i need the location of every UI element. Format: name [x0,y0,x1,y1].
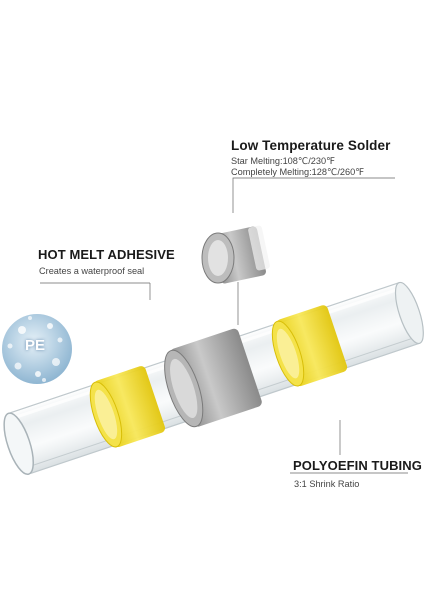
solder-ring-center [164,328,262,428]
tubing-description: 3:1 Shrink Ratio [294,479,360,489]
adhesive-description: Creates a waterproof seal [39,266,145,276]
polyolefin-tube [3,281,424,475]
solder-title: Low Temperature Solder [231,138,391,153]
tubing-title: POLYOEFIN TUBING [293,458,422,473]
pe-granules-badge [2,314,72,384]
solder-ring-floating [201,225,270,284]
solder-complete-melting: Completely Melting:128℃/260℉ [231,167,364,177]
pe-badge-label: PE [25,337,46,354]
adhesive-ring-right [271,305,348,387]
leader-lines [40,177,408,474]
solder-start-melting: Star Melting:108℃/230℉ [231,156,335,166]
adhesive-ring-left [89,366,166,448]
adhesive-title: HOT MELT ADHESIVE [38,247,175,262]
